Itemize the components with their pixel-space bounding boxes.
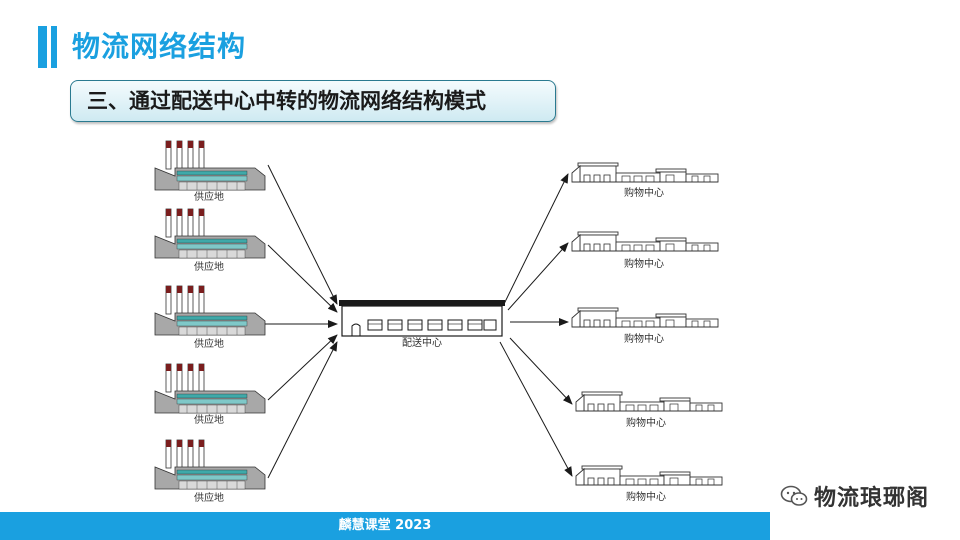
shopping-center-3: 购物中心 <box>571 307 719 345</box>
factory-icon <box>154 285 266 336</box>
mall-icon <box>571 307 719 328</box>
shopping-center-1: 购物中心 <box>571 162 719 199</box>
shopping-center-2: 购物中心 <box>571 231 719 270</box>
watermark: 物流琅琊阁 <box>780 480 929 512</box>
supplier-label: 供应地 <box>194 413 224 426</box>
subtitle-box: 三、通过配送中心中转的物流网络结构模式 <box>70 80 556 122</box>
shopping-center-label: 购物中心 <box>624 257 664 270</box>
distribution-center-label: 配送中心 <box>402 336 442 349</box>
flow-arrow <box>499 341 573 477</box>
flow-arrow <box>267 164 338 305</box>
footer-gap <box>770 512 960 540</box>
shopping-center-label: 购物中心 <box>624 332 664 345</box>
title-accent-bars <box>38 26 60 68</box>
subtitle-text: 三、通过配送中心中转的物流网络结构模式 <box>87 89 486 113</box>
shopping-center-4: 购物中心 <box>575 391 723 429</box>
supplier-label: 供应地 <box>194 190 224 203</box>
flow-arrow <box>507 242 569 311</box>
supplier-1: 供应地 <box>154 140 266 203</box>
mall-icon <box>575 465 723 486</box>
wechat-icon <box>780 485 808 506</box>
supplier-label: 供应地 <box>194 260 224 273</box>
supplier-label: 供应地 <box>194 491 224 504</box>
flow-arrow <box>503 173 569 305</box>
distribution-center: 配送中心 <box>339 300 505 349</box>
shopping-center-label: 购物中心 <box>626 490 666 503</box>
supplier-5: 供应地 <box>154 439 266 504</box>
warehouse-icon <box>339 300 505 337</box>
shopping-center-label: 购物中心 <box>626 416 666 429</box>
factory-icon <box>154 208 266 259</box>
shopping-center-5: 购物中心 <box>575 465 723 503</box>
factory-icon <box>154 439 266 490</box>
flow-arrow <box>267 341 338 479</box>
footer-text: 麟慧课堂 2023 <box>338 518 432 533</box>
mall-icon <box>571 162 719 183</box>
flow-arrow <box>509 337 573 405</box>
supplier-2: 供应地 <box>154 208 266 273</box>
watermark-text: 物流琅琊阁 <box>814 486 930 511</box>
mall-icon <box>571 231 719 252</box>
supplier-4: 供应地 <box>154 363 266 426</box>
flow-arrow <box>267 334 338 401</box>
mall-icon <box>575 391 723 412</box>
flow-arrow <box>267 244 338 313</box>
factory-icon <box>154 363 266 414</box>
shopping-center-label: 购物中心 <box>624 186 664 199</box>
factory-icon <box>154 140 266 191</box>
supplier-label: 供应地 <box>194 337 224 350</box>
page-title: 物流网络结构 <box>72 30 247 63</box>
supplier-3: 供应地 <box>154 285 266 350</box>
